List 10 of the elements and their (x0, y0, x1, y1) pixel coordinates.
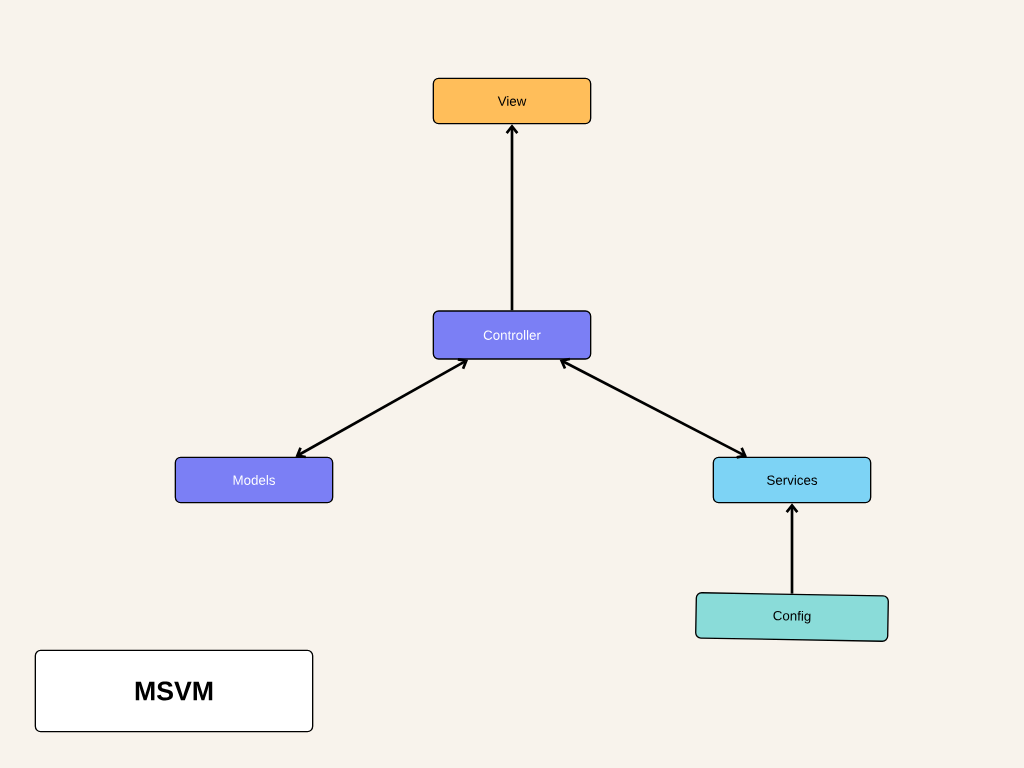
arrow (559, 357, 747, 459)
process-box: Config (695, 592, 889, 642)
arrow (505, 124, 519, 311)
process-box: Models (174, 456, 334, 504)
title-box: MSVM (34, 649, 314, 733)
process-box: View (432, 77, 592, 125)
arrow (295, 358, 469, 459)
arrow (785, 503, 799, 594)
process-box: Services (712, 456, 872, 504)
process-box: Controller (432, 310, 592, 360)
